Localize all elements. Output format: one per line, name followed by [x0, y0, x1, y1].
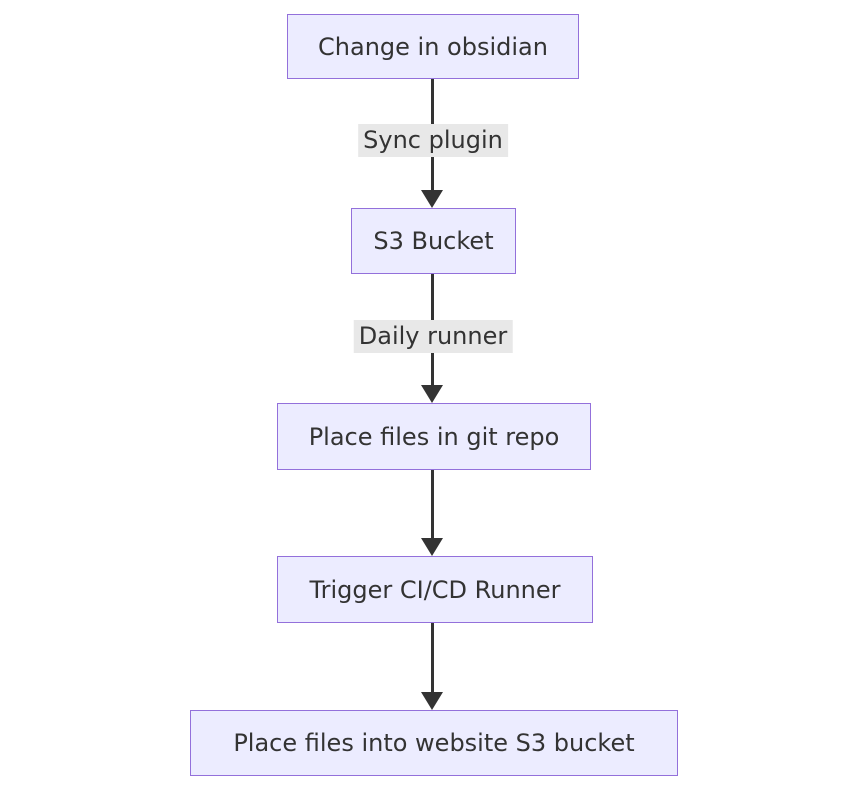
arrowhead-down-icon [421, 190, 443, 208]
arrowhead-down-icon [421, 385, 443, 403]
arrowhead-down-icon [421, 538, 443, 556]
node-s3-bucket: S3 Bucket [351, 208, 516, 274]
edge-line-cicd-to-website [431, 623, 434, 705]
arrowhead-down-icon [421, 692, 443, 710]
edge-line-gitrepo-to-cicd [431, 470, 434, 551]
edge-label-sync-plugin: Sync plugin [358, 124, 508, 158]
node-trigger-cicd-runner: Trigger CI/CD Runner [277, 556, 593, 623]
node-place-files-in-git-repo: Place files in git repo [277, 403, 591, 470]
node-place-files-into-website-s3-bucket: Place files into website S3 bucket [190, 710, 678, 776]
node-change-in-obsidian: Change in obsidian [287, 14, 579, 79]
edge-label-daily-runner: Daily runner [353, 320, 513, 354]
